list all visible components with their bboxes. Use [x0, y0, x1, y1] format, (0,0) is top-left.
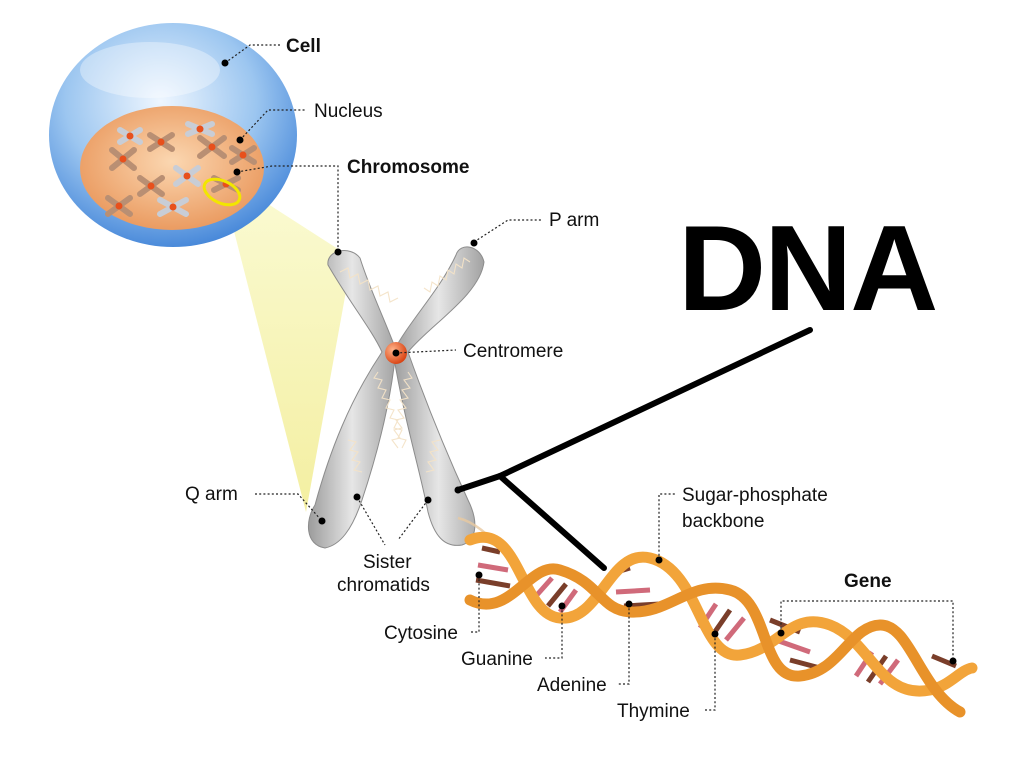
- label-gene: Gene: [844, 571, 892, 592]
- chromosome-highlight-ring: [202, 177, 242, 207]
- label-cell: Cell: [286, 36, 321, 57]
- label-sister-chromatids-line2: chromatids: [337, 575, 430, 596]
- leader-lines: [224, 44, 954, 711]
- backbone-strand-a: [464, 531, 978, 697]
- nucleus-chromosomes: [105, 121, 257, 217]
- label-centromere: Centromere: [463, 341, 563, 362]
- label-sugar-phosphate-line2: backbone: [682, 511, 764, 532]
- dna-double-helix: [464, 531, 978, 718]
- dna-title-connector: [455, 327, 813, 571]
- label-thymine: Thymine: [617, 701, 690, 722]
- dna-title: DNA: [678, 200, 936, 336]
- label-p-arm: P arm: [549, 210, 599, 231]
- label-sister-chromatids-line1: Sister: [363, 552, 412, 573]
- leader-dots: [221, 59, 957, 665]
- backbone-strand-b: [464, 563, 966, 718]
- label-chromosome: Chromosome: [347, 157, 469, 178]
- magnification-beam: [226, 186, 352, 512]
- label-guanine: Guanine: [461, 649, 533, 670]
- label-sugar-phosphate-line1: Sugar-phosphate: [682, 485, 828, 506]
- cell-illustration: [49, 23, 297, 247]
- label-q-arm: Q arm: [185, 484, 238, 505]
- label-cytosine: Cytosine: [384, 623, 458, 644]
- label-nucleus: Nucleus: [314, 101, 383, 122]
- label-adenine: Adenine: [537, 675, 607, 696]
